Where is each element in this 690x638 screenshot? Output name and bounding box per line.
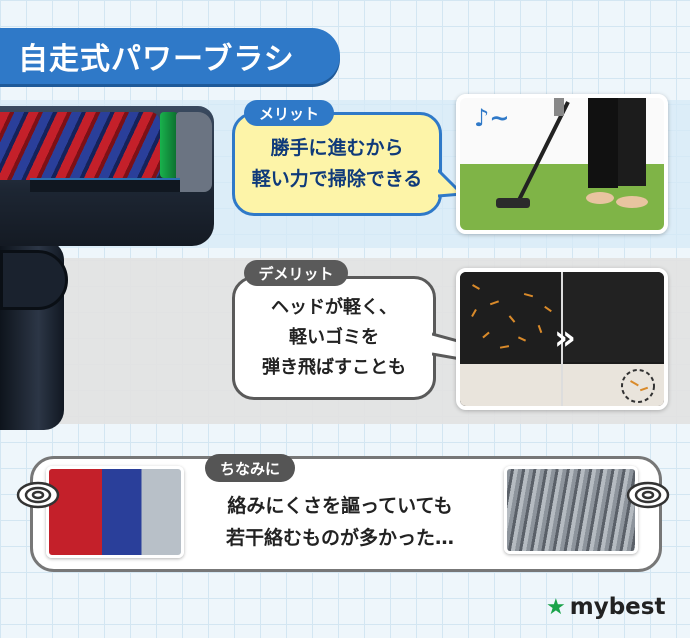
power-brush-image [0,100,218,430]
brush-rail [30,178,180,192]
merit-bubble: 勝手に進むから 軽い力で掃除できる [232,112,442,216]
double-arrow-icon: » [554,318,576,358]
merit-line-2: 軽い力で掃除できる [251,168,423,190]
logo-text: mybest [569,594,666,620]
floor-debris-photo: » [456,268,668,410]
brush-green-band [160,112,178,178]
merit-line-1: 勝手に進むから [270,137,404,159]
merit-tag: メリット [244,100,334,126]
mybest-logo: ★ mybest [546,594,665,620]
carpet-cleaning-photo: ♪~ [456,94,668,234]
brush-roll [0,112,160,180]
tangled-brush-photo [46,466,184,558]
demerit-line-1: ヘッドが軽く、 [271,297,397,318]
demerit-tag: デメリット [244,260,348,286]
note-text: 絡みにくさを謳っていても 若干絡むものが多かった… [190,490,490,554]
demerit-line-2: 軽いゴミを [289,327,379,348]
vacuum-on-carpet-illustration [496,98,648,208]
brush-end-cap [176,112,212,192]
demerit-line-3: 弾き飛ばすことも [262,357,406,378]
tangle-swirl-icon [626,481,670,509]
note-tag: ちなみに [205,454,295,482]
tangled-hair-brush-photo [504,466,638,554]
brush-neck-ring [0,250,68,310]
tangle-swirl-icon [16,481,60,509]
music-note-icon: ♪~ [474,104,510,132]
note-line-1: 絡みにくさを謳っていても [227,495,453,517]
debris-scatter-illustration [460,272,664,406]
demerit-bubble: ヘッドが軽く、 軽いゴミを 弾き飛ばすことも [232,276,436,400]
star-icon: ★ [546,594,566,620]
page-title: 自走式パワーブラシ [0,28,340,84]
note-line-2: 若干絡むものが多かった… [225,527,454,549]
